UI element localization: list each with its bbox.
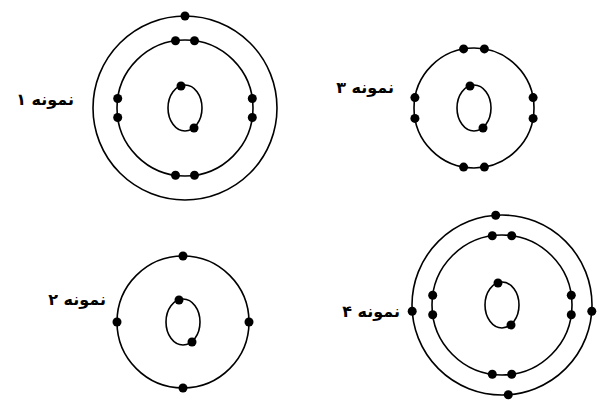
sample-label: نمونه ۲ xyxy=(48,290,106,309)
sample-label: نمونه ۴ xyxy=(342,302,400,321)
sample-label: نمونه ۱ xyxy=(16,90,74,109)
sample-label: نمونه ۳ xyxy=(336,78,394,97)
